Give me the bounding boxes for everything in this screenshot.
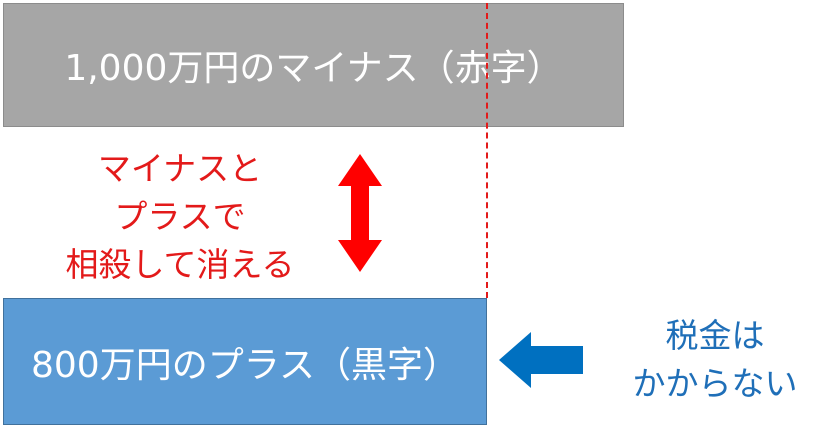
- offset-note-line-2: プラスで: [114, 197, 246, 236]
- tax-note-line-1: 税金は: [665, 316, 765, 355]
- profit-box: 800万円のプラス（黒字）: [3, 298, 487, 425]
- alignment-dashed-line: [486, 3, 488, 298]
- tax-note-line-2: かからない: [632, 364, 798, 403]
- offset-note-line-1: マイナスと: [97, 149, 263, 188]
- offset-note: マイナスと プラスで 相殺して消える: [30, 145, 330, 289]
- up-down-arrow-icon: [338, 154, 382, 272]
- loss-box: 1,000万円のマイナス（赤字）: [3, 3, 624, 127]
- profit-box-label: 800万円のプラス（黒字）: [31, 344, 459, 386]
- loss-box-label: 1,000万円のマイナス（赤字）: [64, 48, 563, 89]
- tax-note: 税金は かからない: [600, 312, 830, 408]
- left-arrow-icon: [499, 332, 583, 388]
- offset-note-line-3: 相殺して消える: [65, 245, 295, 284]
